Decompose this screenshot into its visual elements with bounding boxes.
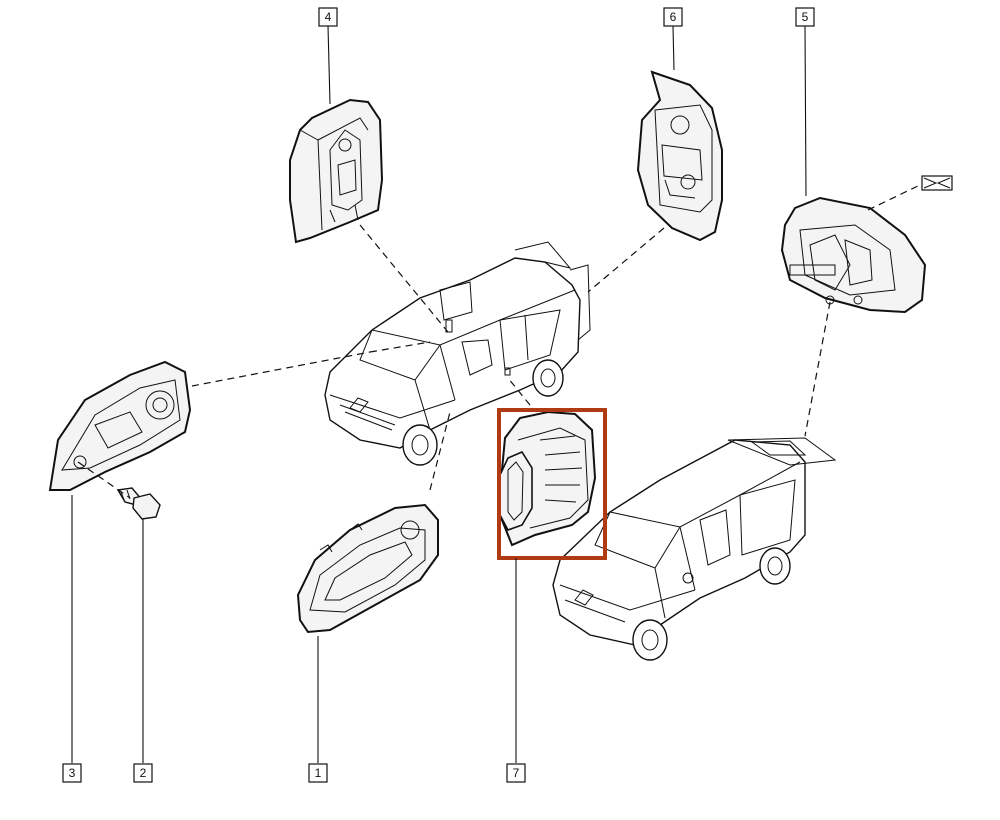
van-side-view	[324, 241, 591, 466]
reference-arrow-icon	[921, 175, 953, 191]
callout-4: 4	[318, 7, 338, 27]
callout-1-label: 1	[315, 766, 322, 780]
callout-4-label: 4	[325, 10, 332, 24]
part-6-lamp-housing	[636, 70, 723, 242]
part-3-lamp-housing	[48, 360, 192, 491]
assembly-dashed-lines	[77, 183, 923, 499]
part-4-lamp-housing	[289, 98, 384, 244]
part-5-courtesy-lamp	[780, 196, 927, 314]
part-1-lamp-lens	[296, 503, 439, 634]
callout-3-label: 3	[69, 766, 76, 780]
callout-1: 1	[308, 763, 328, 783]
van-rear-hatch-view	[552, 437, 837, 661]
callout-2-label: 2	[140, 766, 147, 780]
callout-7-label: 7	[513, 766, 520, 780]
callout-6: 6	[663, 7, 683, 27]
highlight-box-part-7	[497, 408, 607, 560]
part-2-screw	[116, 487, 161, 520]
callout-6-label: 6	[670, 10, 677, 24]
callout-leader-lines	[71, 25, 807, 763]
callout-2: 2	[133, 763, 153, 783]
callout-7: 7	[506, 763, 526, 783]
callout-5: 5	[795, 7, 815, 27]
callout-3: 3	[62, 763, 82, 783]
part-7-lamp-lens	[499, 410, 597, 547]
callout-5-label: 5	[802, 10, 809, 24]
